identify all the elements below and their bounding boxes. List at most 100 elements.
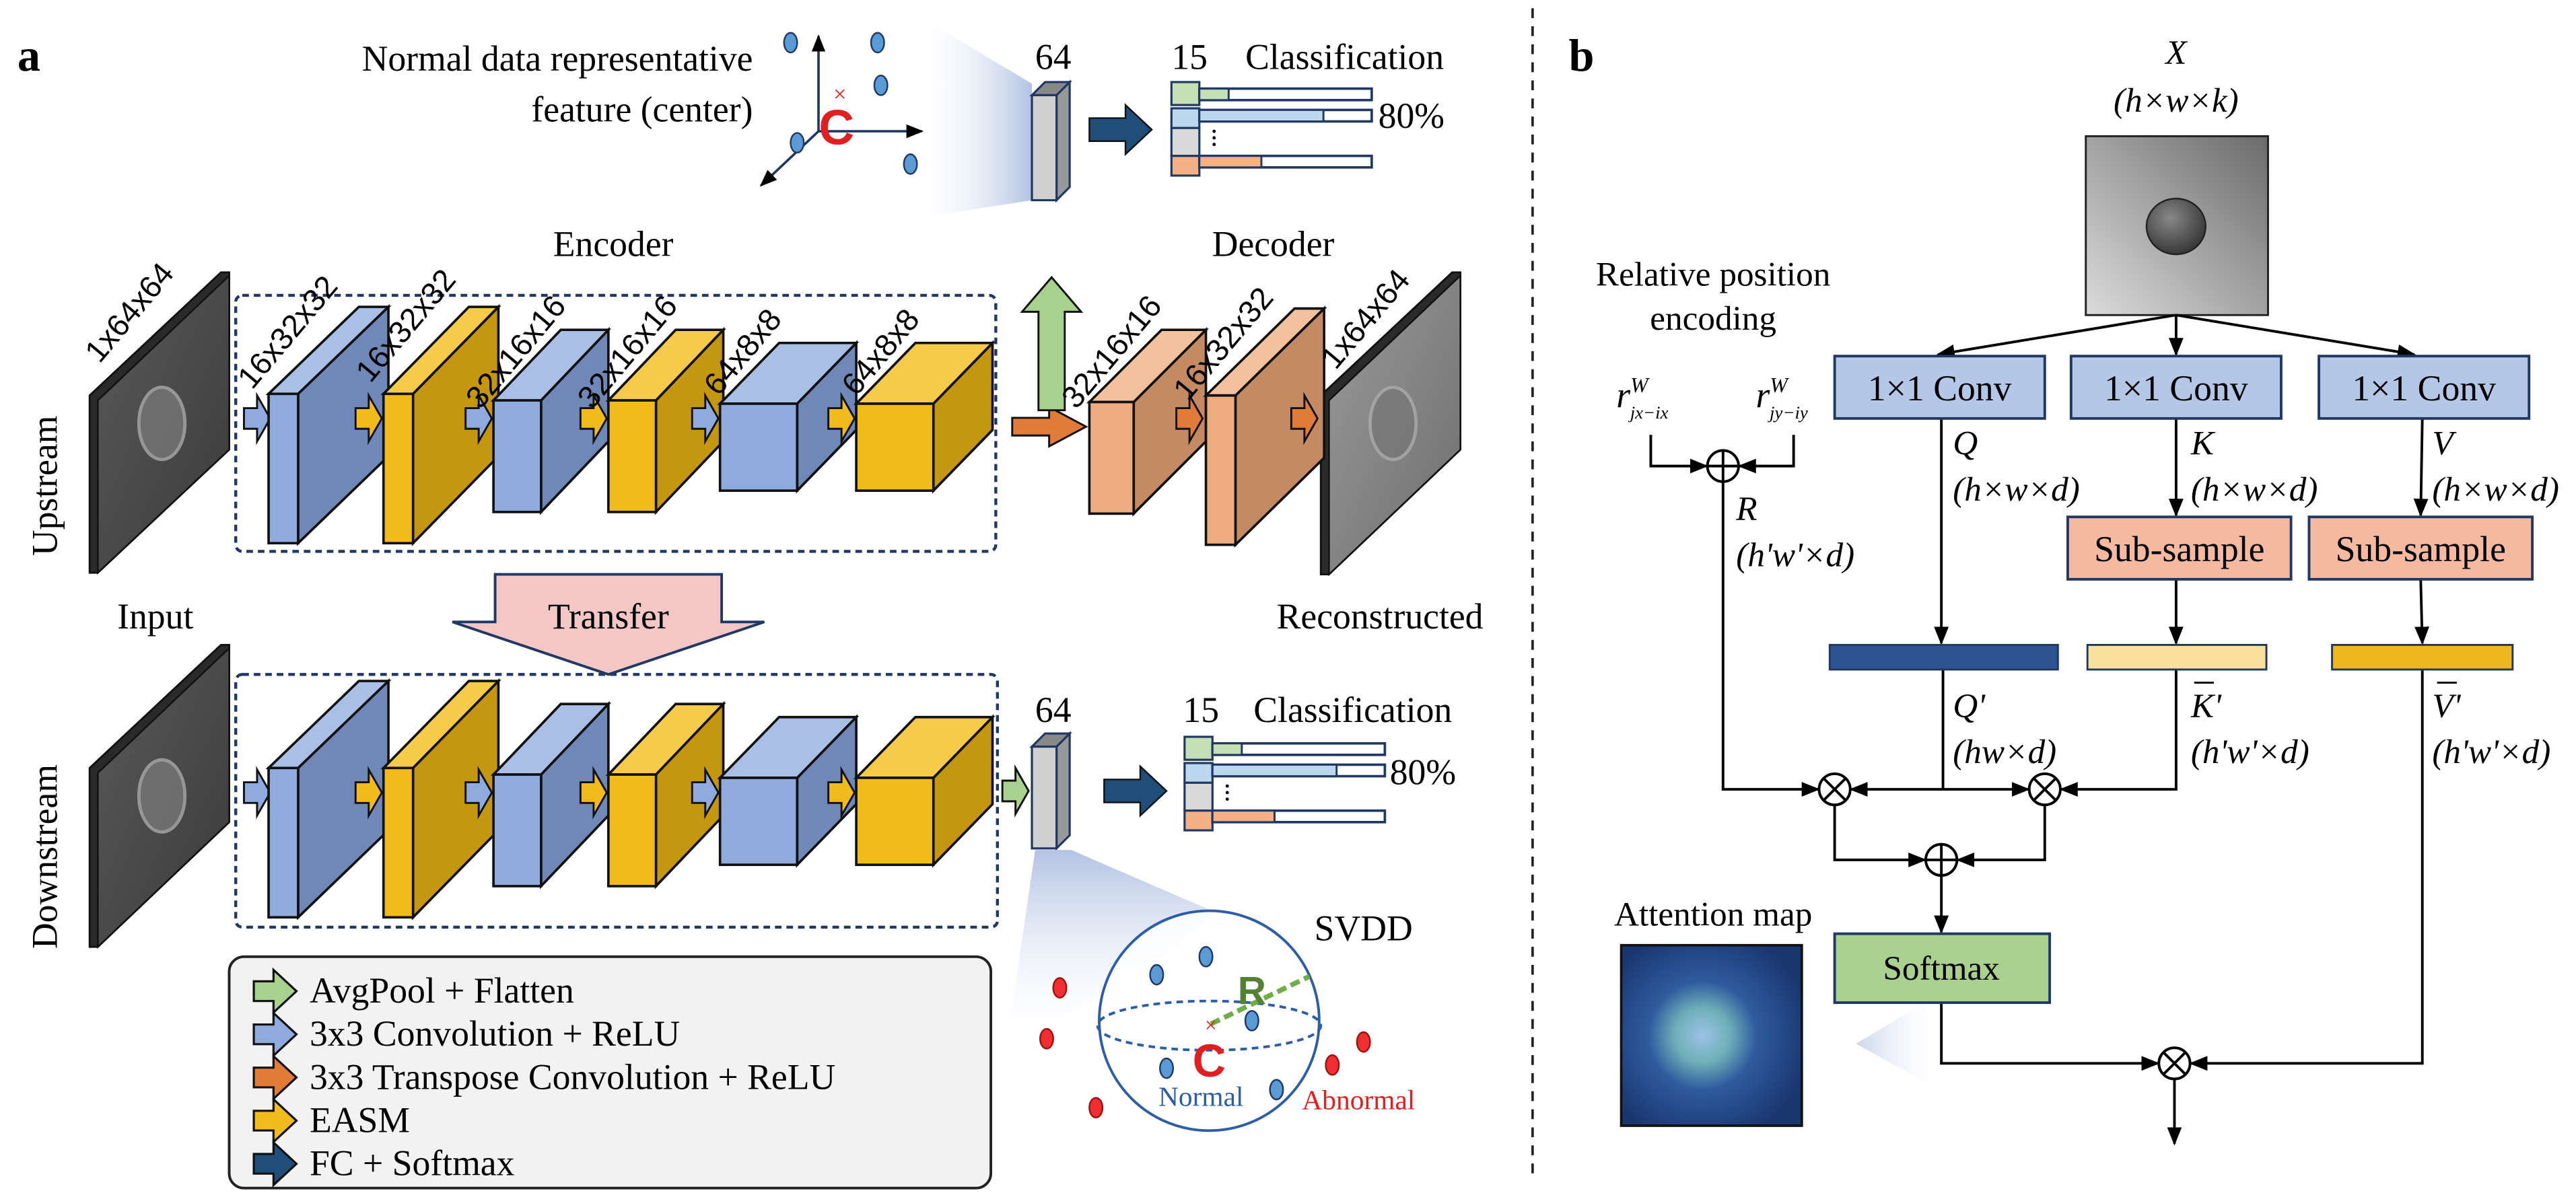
connector-line (1936, 314, 2177, 359)
downstream-input-slab (88, 643, 230, 949)
block-front (607, 399, 658, 513)
softmax-label: Softmax (1883, 949, 2000, 988)
easm-arrow-icon (354, 766, 383, 820)
zoom-shading (913, 13, 1033, 217)
downstream-feature-dim: 64 (1035, 690, 1072, 730)
abnormal-point (1325, 1054, 1340, 1076)
conv-arrow-icon (242, 766, 272, 820)
block-front (855, 402, 935, 493)
easm-arrow-icon (354, 392, 383, 445)
v-prime-bar (2331, 643, 2514, 671)
downstream-encoder-block (265, 678, 392, 920)
multiply-operator-icon (2157, 1046, 2192, 1081)
relative-position-title-2: encoding (1650, 299, 1776, 338)
class-stack-segment (1170, 81, 1201, 106)
upstream-classification-label: Classification (1245, 36, 1444, 77)
reconstructed-slab (1319, 271, 1462, 577)
conv-box (2318, 355, 2531, 420)
relative-position-title-1: Relative position (1596, 255, 1830, 293)
block-front (267, 392, 300, 545)
conv-arrow-icon (691, 766, 720, 820)
normal-point (1149, 964, 1164, 986)
conv-label: 1×1 Conv (1868, 368, 2012, 408)
block-front (718, 776, 799, 867)
r-shape: (h'w'×d) (1736, 536, 1854, 574)
svdd-radius-line (1210, 974, 1311, 1027)
v-prime-shape: (h'w'×d) (2432, 733, 2550, 771)
op-stroke (2033, 777, 2057, 801)
attention-map-image (1620, 943, 1803, 1127)
subsample-label: Sub-sample (2336, 529, 2506, 569)
legend-item: 3x3 Transpose Convolution + ReLU (252, 1053, 835, 1101)
r-name: R (1735, 490, 1757, 528)
upstream-encoder-block (265, 303, 392, 546)
feature-side (1055, 731, 1071, 851)
svdd-center-cross-icon: × (1205, 1013, 1217, 1037)
class-stack-segment (1183, 762, 1214, 784)
operators (1706, 449, 2192, 1081)
add-operator-icon (1924, 842, 1959, 877)
class-prob-fill (1211, 742, 1243, 756)
normal-point (1159, 1057, 1175, 1079)
subsample-box (2307, 515, 2534, 581)
decoder-block (1086, 326, 1209, 517)
center-cross-icon: × (833, 82, 846, 107)
legend-item: FC + Softmax (252, 1140, 515, 1188)
legend-arrow-icon (252, 967, 298, 1015)
legend-label: EASM (310, 1100, 410, 1141)
upstream-encoder-block (490, 326, 612, 515)
q-shape: (h×w×d) (1953, 470, 2080, 509)
reconstructed-label: Reconstructed (1277, 596, 1484, 637)
conv-box (1833, 355, 2046, 420)
upstream-accuracy: 80% (1379, 96, 1444, 136)
block-front (1204, 394, 1237, 546)
class-prob-fill (1198, 155, 1263, 169)
panel-b-label: b (1569, 30, 1595, 81)
easm-arrow-icon (827, 766, 856, 820)
normal-data-points (783, 32, 918, 175)
connector-line (1649, 435, 1709, 474)
add-operator-icon (1706, 449, 1740, 483)
connections (1649, 314, 2429, 1146)
connector-line (1940, 1003, 2160, 1071)
upstream-encoder-block (853, 340, 996, 494)
legend-item: AvgPool + Flatten (252, 967, 574, 1015)
conv-arrow-icon (464, 766, 493, 820)
class-prob-fill (1198, 87, 1230, 102)
class-stack-segment (1170, 107, 1201, 129)
conv-label: 1×1 Conv (2352, 368, 2496, 408)
normal-point (873, 74, 889, 96)
q-prime-name: Q' (1953, 687, 1986, 725)
block-front (718, 402, 799, 493)
avgpool-arrow-icon (1001, 764, 1030, 818)
k-prime-bar (2086, 643, 2268, 671)
encoder-title: Encoder (553, 223, 674, 264)
conv-arrow-icon (464, 392, 493, 445)
feature-side (1055, 79, 1071, 203)
fc-softmax-arrow-icon (1088, 103, 1153, 157)
q-prime-bar (1828, 643, 2059, 671)
connector-line (2413, 418, 2429, 517)
input-x-name: X (2164, 34, 2188, 72)
ellipsis-dot (1212, 143, 1216, 147)
ellipsis-dot (1225, 784, 1229, 788)
class-stack-segment (1183, 781, 1214, 812)
downstream-row-label: Downstream (24, 764, 65, 949)
legend-box (228, 955, 993, 1190)
k-prime-shape: (h'w'×d) (2191, 733, 2309, 771)
legend-label: 3x3 Convolution + ReLU (310, 1013, 680, 1054)
panel-b: b X (h×w×k) Relative position encoding r… (1569, 30, 2559, 1146)
q-prime-shape: (hw×d) (1953, 733, 2056, 771)
abnormal-point (1039, 1027, 1054, 1050)
ellipsis-dot (1225, 791, 1229, 795)
connector-line (2175, 314, 2416, 359)
class-stack-segment (1183, 735, 1214, 761)
svdd-normal-label: Normal (1158, 1081, 1244, 1112)
transfer-arrow-icon (452, 573, 765, 676)
easm-arrow-icon (579, 766, 608, 820)
class-stack-segment (1183, 809, 1214, 832)
class-stack-segment (1170, 155, 1201, 177)
subsample-label: Sub-sample (2094, 529, 2264, 569)
